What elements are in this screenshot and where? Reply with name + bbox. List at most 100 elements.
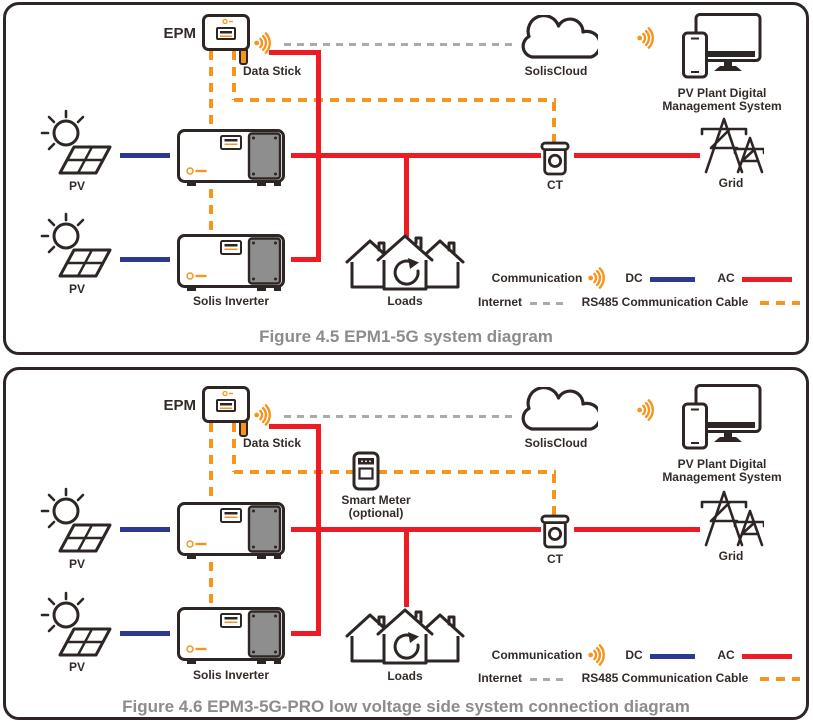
rs485-line-sample (760, 677, 800, 681)
ac-line (291, 527, 541, 532)
rs485-line (234, 470, 556, 474)
ct-icon (540, 141, 570, 177)
epm-icon (202, 14, 250, 52)
rs485-line (552, 102, 556, 142)
dc-line-sample (650, 654, 695, 659)
ac-line (269, 424, 321, 429)
monitor-phone-icon (682, 384, 762, 450)
inverter-icon (177, 234, 285, 294)
dc-line (120, 257, 170, 262)
dc-line-sample (650, 277, 695, 282)
pv-label: PV (68, 660, 85, 674)
smart-meter-label-line2: (optional) (348, 506, 404, 520)
grid-label: Grid (718, 176, 744, 190)
diagram-epm1-5g: EPM Data Stick SolisCloud PV Plant Digit… (3, 2, 809, 355)
rs485-line (552, 474, 556, 516)
wifi-icon (253, 32, 275, 54)
pv-label: PV (68, 557, 85, 571)
internet-line-sample (530, 302, 568, 305)
ct-label: CT (547, 178, 563, 192)
rs485-line (234, 98, 556, 102)
wifi-icon (636, 399, 658, 421)
smart-meter-icon (352, 451, 380, 491)
rs485-line (232, 51, 236, 100)
internet-line-sample (530, 678, 568, 681)
rs485-line (209, 562, 213, 607)
rs485-line (232, 423, 236, 472)
grid-label: Grid (718, 549, 744, 563)
epm-icon (202, 386, 250, 424)
internet-line (284, 43, 514, 46)
pv-icon (40, 109, 114, 177)
grid-icon (698, 488, 764, 548)
figure-caption: Figure 4.5 EPM1-5G system diagram (259, 327, 553, 346)
diagram-epm3-5g-pro: EPM Data Stick SolisCloud PV Plant Digit… (3, 367, 809, 720)
legend-ac-label: AC (717, 271, 735, 285)
rs485-line (209, 51, 213, 129)
rs485-line (209, 189, 213, 234)
data-stick-label: Data Stick (242, 436, 302, 450)
loads-label: Loads (387, 669, 423, 683)
houses-icon (344, 607, 466, 665)
ac-line (291, 631, 321, 636)
data-stick-icon (239, 49, 248, 65)
legend-ac-label: AC (717, 648, 735, 662)
pv-plant-label-line2: Management System (662, 99, 782, 113)
grid-icon (698, 115, 764, 175)
wifi-icon (587, 267, 609, 289)
loads-label: Loads (387, 294, 423, 308)
ac-line (404, 527, 409, 607)
wifi-icon (253, 404, 275, 426)
legend-dc-label: DC (625, 271, 643, 285)
pv-label: PV (68, 179, 85, 193)
legend-internet-label: Internet (477, 671, 522, 685)
solis-inverter-label: Solis Inverter (192, 668, 270, 682)
ac-line-sample (742, 277, 792, 282)
legend-dc-label: DC (625, 648, 643, 662)
legend-internet-label: Internet (477, 295, 522, 309)
pv-label: PV (68, 282, 85, 296)
ac-line (574, 153, 700, 158)
legend-communication-label: Communication (491, 648, 583, 662)
ct-label: CT (547, 552, 563, 566)
dc-line (120, 631, 170, 636)
wifi-icon (587, 644, 609, 666)
legend-rs485-label: RS485 Communication Cable (581, 295, 749, 309)
houses-icon (344, 233, 466, 291)
rs485-line (209, 423, 213, 502)
ac-line-sample (742, 654, 792, 659)
epm-label: EPM (163, 397, 196, 414)
cloud-icon (514, 387, 598, 433)
inverter-icon (177, 129, 285, 189)
cloud-icon (514, 15, 598, 61)
ac-line (291, 257, 321, 262)
data-stick-label: Data Stick (242, 64, 302, 78)
dc-line (120, 153, 170, 158)
soliscloud-label: SolisCloud (524, 64, 588, 78)
soliscloud-label: SolisCloud (524, 436, 588, 450)
inverter-icon (177, 607, 285, 667)
ac-line (574, 527, 700, 532)
dc-line (120, 527, 170, 532)
pv-icon (40, 212, 114, 280)
internet-line (284, 415, 514, 418)
figure-caption: Figure 4.6 EPM3-5G-PRO low voltage side … (122, 697, 690, 716)
ct-icon (540, 514, 570, 550)
pv-icon (40, 591, 114, 659)
pv-plant-label-line2: Management System (662, 470, 782, 484)
pv-plant-label-line1: PV Plant Digital (677, 457, 767, 471)
epm-label: EPM (163, 25, 196, 42)
legend-rs485-label: RS485 Communication Cable (581, 671, 749, 685)
pv-icon (40, 487, 114, 555)
wifi-icon (636, 27, 658, 49)
rs485-line-sample (760, 301, 800, 305)
ac-line (291, 153, 541, 158)
solis-inverter-label: Solis Inverter (192, 294, 270, 308)
ac-line (404, 153, 409, 237)
ac-line (269, 50, 321, 55)
inverter-icon (177, 502, 285, 562)
smart-meter-label-line1: Smart Meter (341, 493, 411, 507)
legend-communication-label: Communication (491, 271, 583, 285)
data-stick-icon (239, 421, 248, 437)
